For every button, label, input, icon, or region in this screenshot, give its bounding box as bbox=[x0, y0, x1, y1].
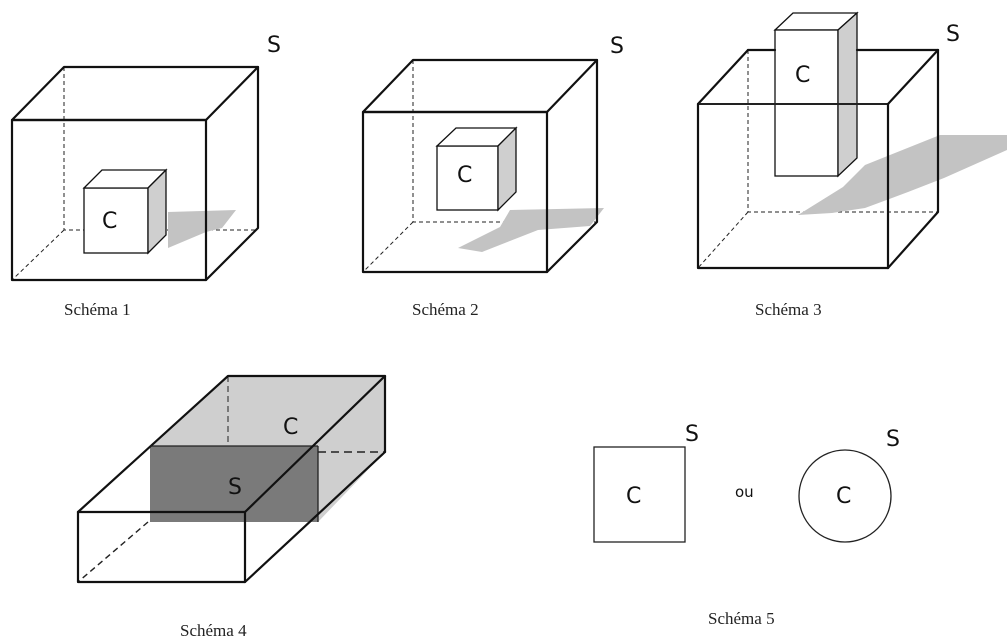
schema-5-circle-label-c: C bbox=[836, 484, 851, 509]
schema-5-ou: ou bbox=[735, 483, 754, 501]
schema-3-caption: Schéma 3 bbox=[755, 300, 822, 319]
schema-4-label-c: C bbox=[283, 415, 298, 440]
schema-1-caption: Schéma 1 bbox=[64, 300, 131, 319]
schema-5-caption: Schéma 5 bbox=[708, 609, 775, 628]
schema-1-hidden-depth-edge bbox=[11, 229, 65, 281]
schema-3-box-s bbox=[696, 48, 940, 270]
schema-1-cube-c bbox=[82, 168, 168, 255]
schema-2-box-s bbox=[361, 58, 599, 274]
schema-5: C S ou C S Schéma 5 bbox=[593, 422, 900, 628]
schema-5-square bbox=[593, 446, 686, 543]
schema-1: C S Schéma 1 bbox=[10, 33, 281, 319]
schema-5-square-label-c: C bbox=[626, 484, 641, 509]
schema-3-hidden-depth-edge bbox=[697, 211, 749, 269]
schema-1-label-c: C bbox=[102, 209, 117, 234]
schema-2-cube-c bbox=[435, 126, 518, 212]
schema-5-circle bbox=[798, 449, 892, 543]
schema-4-box bbox=[76, 374, 387, 584]
schema-2-caption: Schéma 2 bbox=[412, 300, 479, 319]
schema-5-square-label-s: S bbox=[685, 422, 699, 447]
schema-3-prism-c bbox=[773, 11, 859, 178]
schema-3-label-c: C bbox=[795, 63, 810, 88]
schema-2: C S Schéma 2 bbox=[361, 34, 624, 319]
schema-3-shadow bbox=[798, 135, 1007, 215]
schema-4: C S Schéma 4 bbox=[76, 374, 387, 640]
schema-2-label-s: S bbox=[610, 34, 624, 59]
schema-1-box-s bbox=[10, 65, 260, 282]
schema-1-shadow bbox=[168, 210, 236, 248]
schema-4-label-s: S bbox=[228, 475, 242, 500]
schema-4-region-s bbox=[150, 446, 318, 522]
schema-4-caption: Schéma 4 bbox=[180, 621, 247, 640]
schema-5-circle-label-s: S bbox=[886, 427, 900, 452]
schema-2-hidden-depth-edge bbox=[362, 221, 414, 273]
schema-3-label-s: S bbox=[946, 22, 960, 47]
schema-2-label-c: C bbox=[457, 163, 472, 188]
schema-2-shadow bbox=[458, 208, 604, 252]
schema-1-label-s: S bbox=[267, 33, 281, 58]
schema-3: C S Schéma 3 bbox=[696, 11, 1007, 319]
